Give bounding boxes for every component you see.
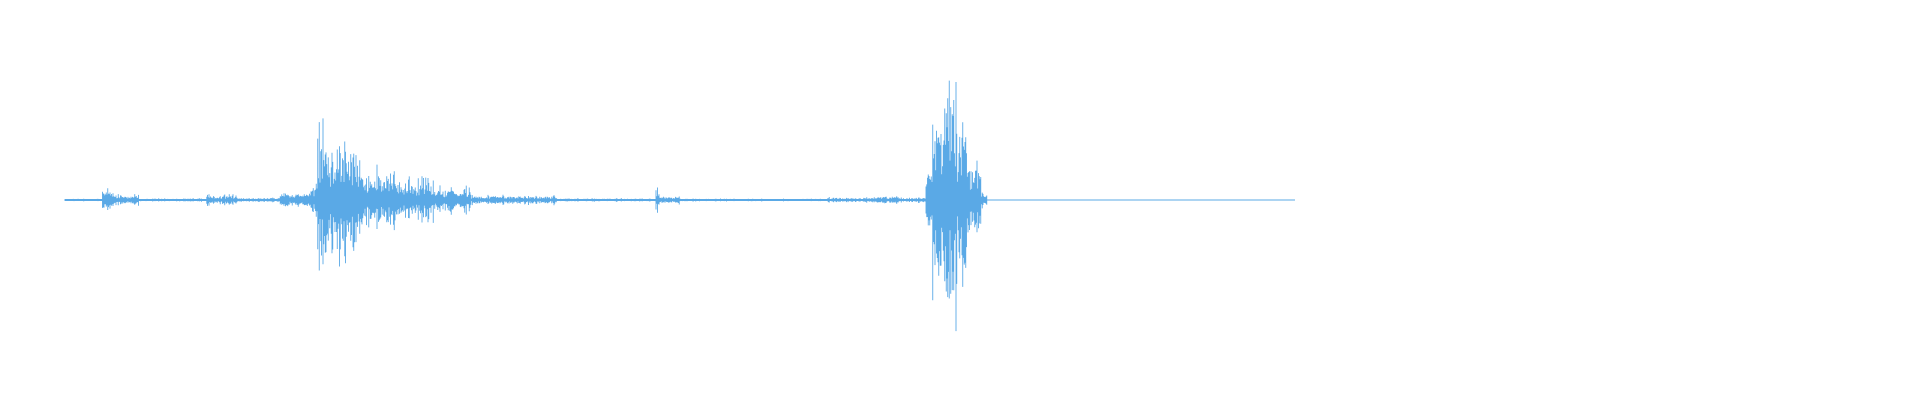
waveform-samples xyxy=(64,80,988,332)
waveform-bars xyxy=(64,80,988,332)
